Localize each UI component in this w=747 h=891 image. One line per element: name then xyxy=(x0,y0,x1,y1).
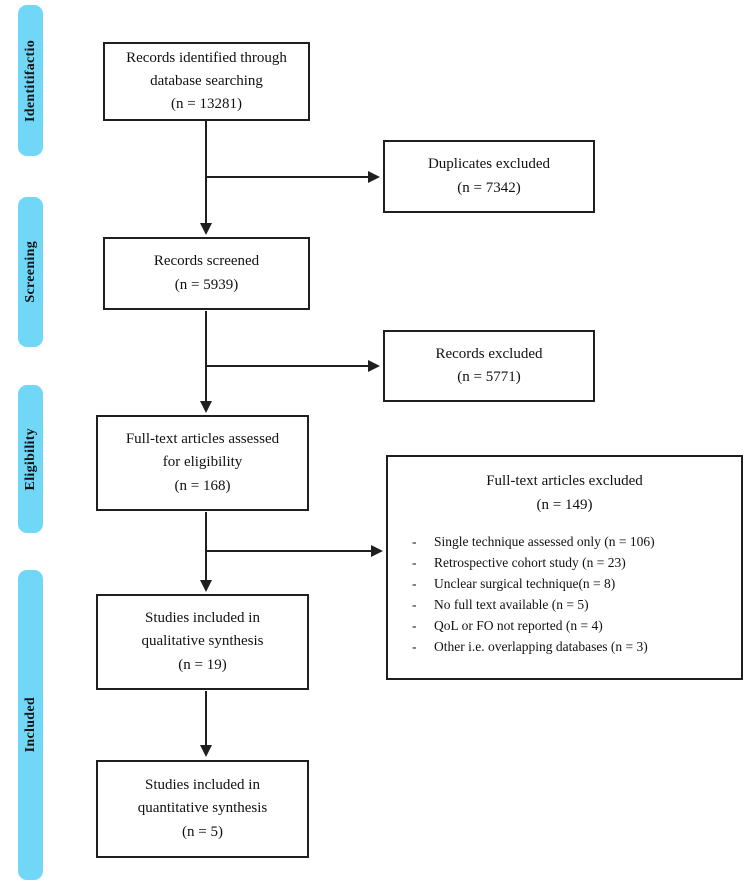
box-records-identified: Records identified through database sear… xyxy=(103,42,310,121)
box-qualitative-synthesis-text: Studies included in qualitative synthesi… xyxy=(141,610,264,673)
box-fulltext-assessed-text: Full-text articles assessed for eligibil… xyxy=(125,431,280,494)
exclusion-reason: - Retrospective cohort study (n = 23) xyxy=(398,553,731,574)
exclusion-reason: - No full text available (n = 5) xyxy=(398,595,731,616)
exclusion-reason: - QoL or FO not reported (n = 4) xyxy=(398,616,731,637)
exclusion-reason: - Other i.e. overlapping databases (n = … xyxy=(398,637,731,658)
box-duplicates-excluded-text: Duplicates excluded (n = 7342) xyxy=(427,156,551,196)
exclusion-reasons-list: - Single technique assessed only (n = 10… xyxy=(398,532,731,658)
exclusion-reason: - Single technique assessed only (n = 10… xyxy=(398,532,731,553)
stage-bar-identification: Identitifactio xyxy=(18,5,43,156)
exclusion-reason-text: QoL or FO not reported (n = 4) xyxy=(434,617,603,633)
exclusion-reason-text: Other i.e. overlapping databases (n = 3) xyxy=(434,638,648,654)
bullet-dash: - xyxy=(412,596,417,612)
box-qualitative-synthesis: Studies included in qualitative synthesi… xyxy=(96,594,309,690)
bullet-dash: - xyxy=(412,638,417,654)
stage-bar-included: Included xyxy=(18,570,43,880)
exclusion-reason-text: No full text available (n = 5) xyxy=(434,596,589,612)
stage-label-identification: Identitifactio xyxy=(22,39,38,122)
bullet-dash: - xyxy=(412,617,417,633)
box-records-excluded-text: Records excluded (n = 5771) xyxy=(435,345,543,385)
stage-label-included: Included xyxy=(22,697,38,753)
box-records-identified-text: Records identified through database sear… xyxy=(126,49,287,113)
exclusion-reason-text: Single technique assessed only (n = 106) xyxy=(434,534,655,549)
box-quantitative-synthesis-text: Studies included in quantitative synthes… xyxy=(137,777,268,840)
box-fulltext-excluded: Full-text articles excluded (n = 149) - … xyxy=(386,455,743,680)
exclusion-reason-text: Retrospective cohort study (n = 23) xyxy=(434,554,626,570)
box-records-screened-text: Records screened (n = 5939) xyxy=(153,253,260,293)
box-duplicates-excluded: Duplicates excluded (n = 7342) xyxy=(383,140,595,213)
stage-bar-eligibility: Eligibility xyxy=(18,385,43,533)
exclusion-reason: - Unclear surgical technique(n = 8) xyxy=(398,574,731,595)
exclusion-reason-text: Unclear surgical technique(n = 8) xyxy=(434,575,616,591)
box-records-excluded: Records excluded (n = 5771) xyxy=(383,330,595,402)
box-fulltext-excluded-title: Full-text articles excluded (n = 149) xyxy=(486,473,643,513)
stage-label-eligibility: Eligibility xyxy=(22,427,38,491)
stage-label-screening: Screening xyxy=(22,241,38,303)
stage-bar-screening: Screening xyxy=(18,197,43,347)
bullet-dash: - xyxy=(412,534,417,549)
bullet-dash: - xyxy=(412,554,417,570)
box-quantitative-synthesis: Studies included in quantitative synthes… xyxy=(96,760,309,858)
box-fulltext-assessed: Full-text articles assessed for eligibil… xyxy=(96,415,309,511)
box-records-screened: Records screened (n = 5939) xyxy=(103,237,310,310)
bullet-dash: - xyxy=(412,575,417,591)
